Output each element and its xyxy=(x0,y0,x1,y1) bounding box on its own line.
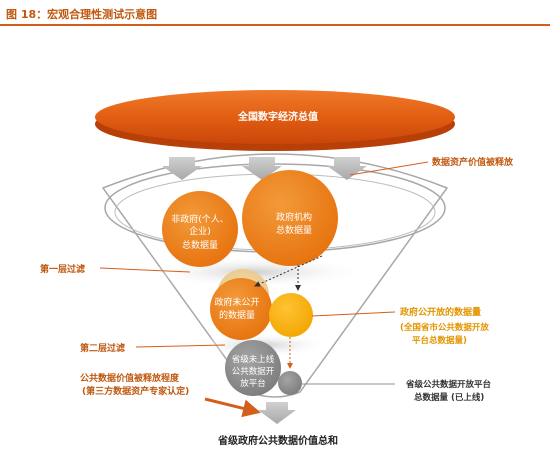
down-arrow-icon xyxy=(162,157,202,180)
circle-nongov-text1: 非政府(个人、 xyxy=(171,213,229,225)
release-label: 数据资产价值被释放 xyxy=(432,156,514,168)
filter1-label: 第一层过滤 xyxy=(40,263,85,275)
circle-prov xyxy=(225,340,281,396)
circle-gov-text1: 政府机构 xyxy=(276,211,312,223)
top-disc xyxy=(95,90,455,144)
dotted-arrow xyxy=(254,255,323,287)
degree-arrow xyxy=(204,397,261,418)
circle-prov-text2: 公共数据开 xyxy=(232,366,275,377)
circle-unpublic-text2: 的数据量 xyxy=(219,309,255,321)
filter2-label: 第二层过滤 xyxy=(80,342,125,354)
top-disc-label: 全国数字经济总值 xyxy=(237,110,318,123)
down-arrow-icon xyxy=(242,157,282,180)
platform-line1: 省级公共数据开放平台 xyxy=(405,379,492,390)
circle-nongov-text2: 企业) xyxy=(189,225,211,237)
callout-line-filter1 xyxy=(99,267,191,273)
circle-prov-text3: 放平台 xyxy=(240,378,266,389)
circle-unpublic xyxy=(210,278,272,340)
callout-line-filter2 xyxy=(135,344,226,348)
circle-unpublic-text1: 政府未公开 xyxy=(214,296,259,308)
circle-nongov-text3: 总数据量 xyxy=(182,239,218,251)
open-data-sub2: 平台总数据量) xyxy=(412,335,467,346)
degree-line2: (第三方数据资产专家认定) xyxy=(82,385,189,397)
circle-nongov xyxy=(162,191,238,267)
title-divider xyxy=(0,24,550,26)
circle-open xyxy=(269,293,313,337)
circle-platform xyxy=(278,371,302,395)
figure-title: 图 18：宏观合理性测试示意图 xyxy=(6,8,158,21)
release-arrows xyxy=(162,157,367,180)
callout-line-release xyxy=(349,161,429,176)
bottom-label: 省级政府公共数据价值总和 xyxy=(217,434,338,447)
degree-line1: 公共数据价值被释放程度 xyxy=(80,372,180,384)
circle-gov xyxy=(242,170,338,266)
open-data-title: 政府公开放的数据量 xyxy=(400,306,481,318)
down-arrow-icon xyxy=(327,157,367,180)
open-data-sub1: (全国省市公共数据开放 xyxy=(400,322,489,333)
platform-line2: 总数据量 (已上线) xyxy=(414,392,484,403)
callout-line-open xyxy=(311,311,396,317)
output-arrow-icon xyxy=(258,402,296,424)
circle-prov-text1: 省级未上线 xyxy=(232,354,275,365)
circle-gov-text2: 总数据量 xyxy=(276,224,312,236)
